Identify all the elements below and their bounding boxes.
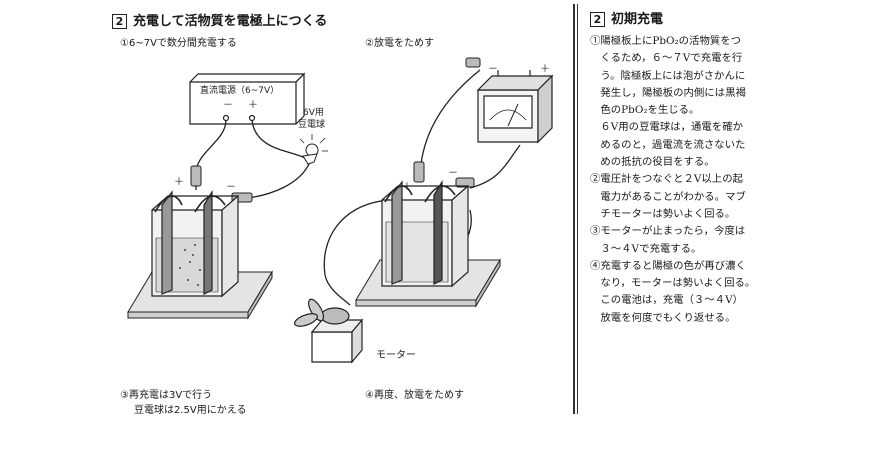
left-section-heading: 2 充電して活物質を電極上につくる [112,10,327,29]
motor-label: モーター [376,349,416,361]
right-column: 2 初期充電 ①陽極板上にPbO₂の活物質をつ くるため，６～７Vで充電を行 う。… [590,8,790,327]
voltmeter [476,70,554,144]
explanation-line: ３～４Vで充電する。 [590,242,702,255]
column-divider [573,4,575,414]
explanation-line: 色のPbO₂を生じる。 [590,104,700,117]
meter-plus-sign: ＋ [540,64,550,75]
psu-label: 直流電源（6~7V） [200,84,279,96]
bulb-rays [299,134,328,152]
explanation-line: 放電を何度でもくり返せる。 [590,311,736,324]
explanation-line: くるため，６～７Vで充電を行 [590,52,743,65]
bulb-label-line1: 6V用 [303,107,324,118]
explanation-line: う。陰極板上には泡がさかんに [590,69,746,82]
right-section-title: 初期充電 [611,12,664,27]
left-section-title: 充電して活物質を電極上につくる [133,14,328,29]
bulb-label-line2: 豆電球 [298,118,325,130]
power-supply [189,72,306,125]
explanation-line: ③モーターが止まったら，今度は [590,225,746,238]
clips-cell1 [190,165,253,203]
explanation-line: めるのと，過電流を流さないた [590,138,746,151]
bulb [302,143,319,165]
caption-step4: ④再度、放電をためす [365,390,464,401]
explanation-list: ①陽極板上にPbO₂の活物質をつ くるため，６～７Vで充電を行 う。陰極板上には… [590,33,790,327]
explanation-line: ②電圧計をつなぐと２V以上の起 [590,173,743,186]
psu-minus: － [223,100,233,111]
caption-step3-line1: ③再充電は3Vで行う [120,390,213,401]
cell2-minus-sign: － [448,168,458,179]
right-section-number: 2 [590,12,605,27]
explanation-line: めの抵抗の役目をする。 [590,156,715,169]
column-divider-inner [577,4,578,414]
meter-minus-sign: － [488,64,498,75]
explanation-line: ④充電すると陽極の色が再び濃く [590,259,746,272]
bubbles-cell1 [179,244,201,286]
wires-cell1 [195,119,311,199]
experiment-illustration: 直流電源（6~7V） － ＋ 6V用 豆電球 ＋ － [127,57,554,364]
explanation-line: 電力があることがわかる。マブ [590,190,746,203]
explanation-line: ６V用の豆電球は，通電を確か [590,121,743,134]
caption-step2: ②放電をためす [365,38,434,49]
cell1-plus-sign: ＋ [174,177,184,188]
caption-step1: ①6~7Vで数分間充電する [120,38,237,49]
cell1 [151,189,239,298]
explanation-line: この電池は，充電（３～４V） [590,294,743,307]
clips-cell2 [413,57,481,188]
left-section-number: 2 [112,14,127,29]
motor [293,298,364,364]
cell2 [381,179,469,288]
explanation-line: チモーターは勢いよく回る。 [590,207,736,220]
explanation-line: ①陽極板上にPbO₂の活物質をつ [590,35,742,47]
right-section-heading: 2 初期充電 [590,8,790,27]
caption-step3-line2: 豆電球は2.5V用にかえる [134,405,247,416]
explanation-line: なり，モーターは勢いよく回る。 [590,277,756,290]
explanation-line: 発生し，陽極板の内側には黒褐 [590,86,746,99]
cell1-minus-sign: － [226,182,236,193]
psu-plus: ＋ [248,100,258,111]
